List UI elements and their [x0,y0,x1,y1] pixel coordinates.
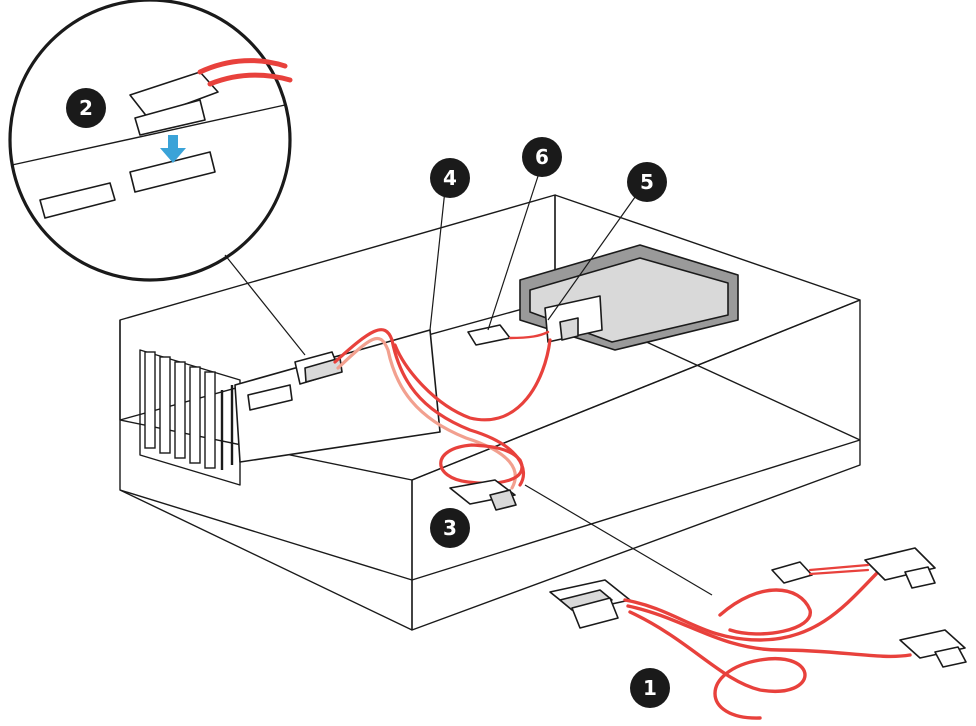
callout-5: 5 [627,162,667,202]
callout-4-label: 4 [443,166,457,190]
zoom-inset [8,0,306,356]
callout-6-label: 6 [535,145,549,169]
callout-3-label: 3 [443,516,457,540]
sas-cable-assembly [549,547,967,720]
callout-5-label: 5 [640,170,654,194]
callout-1-label: 1 [643,676,657,700]
callout-2: 2 [66,88,106,128]
controller-card [220,329,441,470]
leader-lines [429,169,713,596]
hard-drive [519,244,739,351]
callout-4: 4 [430,158,470,198]
computer-chassis [119,194,861,631]
callout-1: 1 [630,668,670,708]
expansion-slots [139,349,241,486]
internal-sas-cable [333,328,552,511]
callout-6: 6 [522,137,562,177]
callout-2-label: 2 [79,96,93,120]
callout-3: 3 [430,508,470,548]
